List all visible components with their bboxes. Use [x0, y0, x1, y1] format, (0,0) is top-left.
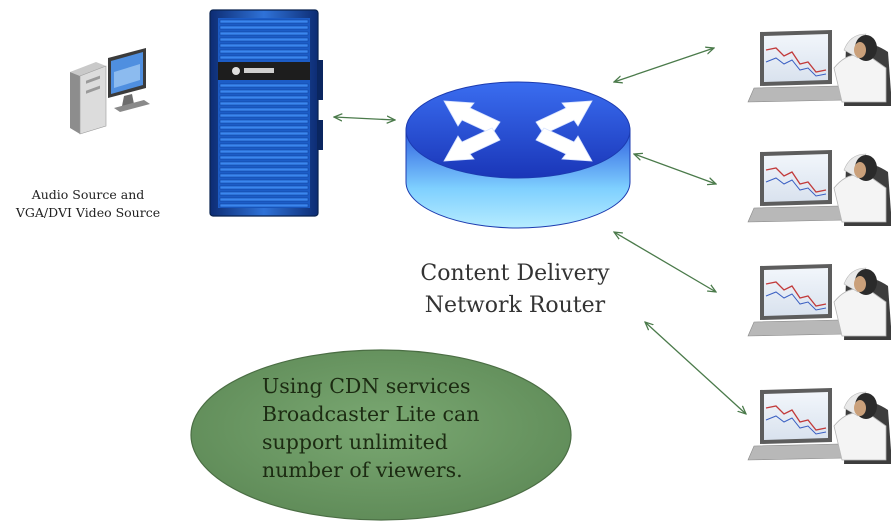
- device-rib: [219, 101, 309, 106]
- device-rib: [219, 155, 309, 160]
- router-icon: [405, 81, 631, 229]
- callout-line-4: number of viewers.: [262, 458, 463, 482]
- device-rib: [219, 173, 309, 178]
- device-rib: [219, 95, 309, 100]
- router-viewer-1-arrow: [614, 48, 714, 82]
- device-rib: [219, 37, 309, 42]
- viewer-laptop-1: [747, 29, 891, 107]
- source-label-line-1: Audio Source and: [31, 187, 145, 202]
- device-rib: [219, 107, 309, 112]
- device-router-arrow: [334, 117, 395, 120]
- callout-line-1: Using CDN services: [262, 374, 471, 398]
- callout-line-2: Broadcaster Lite can: [262, 402, 480, 426]
- device-rib: [219, 89, 309, 94]
- device-rib: [219, 179, 309, 184]
- laptop-viewer-icon: [747, 29, 891, 107]
- viewer-laptop-3: [747, 263, 891, 341]
- laptop-viewer-icon: [747, 149, 891, 227]
- device-rib: [219, 55, 309, 60]
- device-rib: [219, 137, 309, 142]
- device-rib: [219, 131, 309, 136]
- desktop-computer-icon: [70, 48, 150, 135]
- device-rib: [219, 185, 309, 190]
- viewer-laptop-4: [747, 387, 891, 465]
- router-label: Content Delivery Network Router: [395, 258, 635, 322]
- router-label-line-1: Content Delivery: [420, 261, 610, 286]
- device-rib: [219, 143, 309, 148]
- device-rib: [219, 31, 309, 36]
- source-label-line-2: VGA/DVI Video Source: [15, 205, 161, 220]
- device-rib: [219, 113, 309, 118]
- laptop-viewer-icon: [747, 263, 891, 341]
- connector-arrows: [334, 48, 746, 414]
- device-rib: [219, 125, 309, 130]
- device-rib: [219, 119, 309, 124]
- device-rib: [219, 161, 309, 166]
- broadcaster-device-icon: [209, 9, 323, 217]
- router-viewer-3-arrow: [614, 232, 716, 292]
- router-label-line-2: Network Router: [424, 293, 606, 318]
- router-viewer-4-arrow: [645, 322, 746, 414]
- router-viewer-2-arrow: [634, 154, 716, 184]
- device-rib: [219, 83, 309, 88]
- callout-ellipse: [190, 349, 572, 521]
- device-rib: [219, 191, 309, 196]
- device-rib: [219, 167, 309, 172]
- device-rib: [219, 149, 309, 154]
- callout-line-3: support unlimited: [262, 430, 448, 454]
- device-rib: [219, 25, 309, 30]
- laptop-viewer-icon: [747, 387, 891, 465]
- device-rib: [219, 203, 309, 208]
- device-rib: [219, 49, 309, 54]
- source-label: Audio Source and VGA/DVI Video Source: [2, 186, 174, 222]
- callout-text: Using CDN services Broadcaster Lite can …: [262, 372, 522, 484]
- device-rib: [219, 43, 309, 48]
- device-rib: [219, 19, 309, 24]
- device-rib: [219, 197, 309, 202]
- viewer-laptop-2: [747, 149, 891, 227]
